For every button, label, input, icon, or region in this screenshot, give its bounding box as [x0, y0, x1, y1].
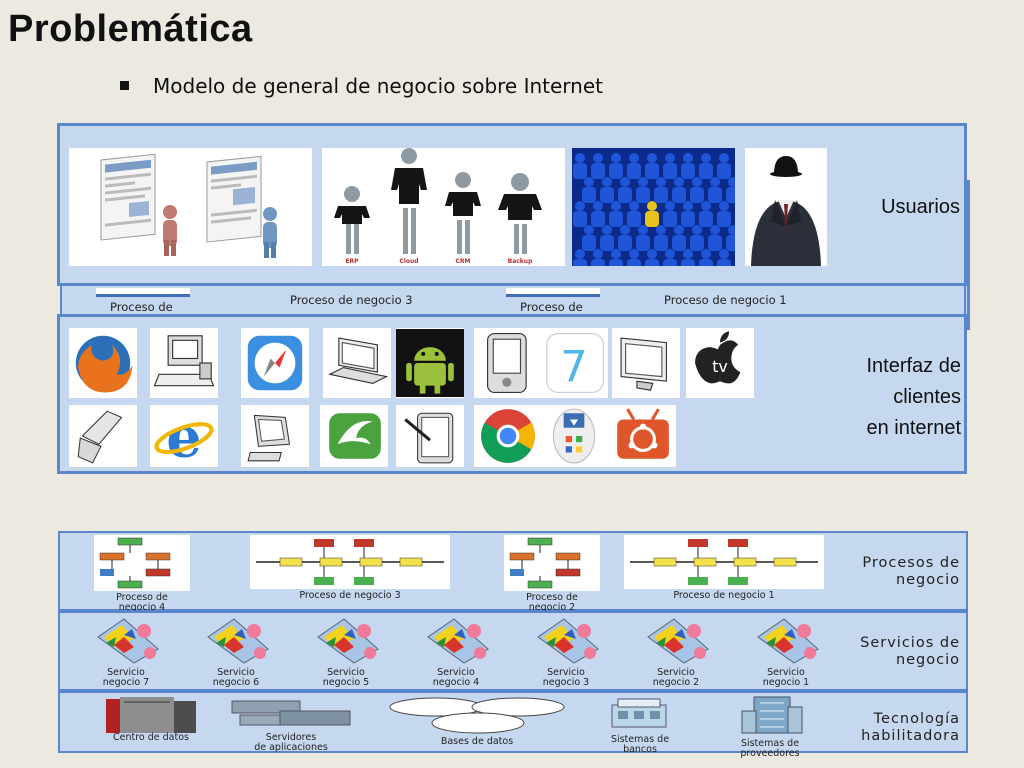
- strip-label-3: Proceso de: [520, 300, 583, 314]
- label-usuarios: Usuarios: [881, 196, 960, 218]
- desktop-computer-icon: [150, 328, 218, 398]
- label-interfaz: Interfaz de clientes en internet: [820, 351, 961, 444]
- interface-panel: 7 tv e Interfaz de clientes en internet: [57, 314, 967, 474]
- business-service-icon: [534, 615, 600, 665]
- pda-icon: [474, 328, 542, 398]
- chrome-icon: [474, 405, 542, 467]
- bank-systems-icon: [608, 697, 670, 729]
- internet-explorer-icon: e: [150, 405, 218, 467]
- page-title: Problemática: [8, 8, 253, 50]
- users-panel: ERP Cloud CRM Backup Usuarios: [57, 123, 967, 286]
- bullet-square-icon: [120, 81, 129, 90]
- bullet-point: Modelo de general de negocio sobre Inter…: [120, 74, 603, 98]
- process-label-1: Proceso de negocio 1: [673, 590, 775, 601]
- label-interfaz-line-3: en internet: [866, 417, 961, 439]
- process-diagram-1: [624, 535, 824, 589]
- business-service-icon: [314, 615, 380, 665]
- business-service-icon: [754, 615, 820, 665]
- tech-label-1: Centro de datos: [113, 732, 189, 743]
- monitor-icon: [612, 328, 680, 398]
- role-cloud: Cloud: [399, 258, 418, 265]
- strip-label-4: Proceso de negocio 1: [664, 293, 787, 307]
- download-app-icon: [540, 405, 608, 467]
- business-service-icon: [94, 615, 160, 665]
- svg-text:e: e: [166, 406, 202, 467]
- dolphin-browser-icon: [320, 405, 388, 467]
- process-diagram-4: [94, 535, 190, 591]
- ios7-icon: 7: [540, 328, 608, 398]
- supplier-systems-icon: [738, 695, 806, 735]
- bullet-text: Modelo de general de negocio sobre Inter…: [153, 74, 603, 98]
- business-service-icon: [644, 615, 710, 665]
- strip-process-image-3: [506, 288, 600, 297]
- label-interfaz-line-2: clientes: [893, 386, 961, 408]
- users-image-suit: [745, 148, 827, 266]
- android-icon: [396, 328, 464, 398]
- datacenter-icon: [102, 695, 200, 733]
- ubuntu-tv-icon: [608, 405, 676, 467]
- strip-label-2: Proceso de negocio 3: [290, 293, 413, 307]
- tech-label-3: Bases de datos: [440, 736, 514, 747]
- role-erp: ERP: [345, 258, 359, 265]
- tablet-stylus-icon: [396, 405, 464, 467]
- users-image-roles: ERP Cloud CRM Backup: [322, 148, 565, 266]
- safari-icon: [241, 328, 309, 398]
- imac-icon: [241, 405, 309, 467]
- business-service-icon: [424, 615, 490, 665]
- laptop-icon: [323, 328, 391, 398]
- strip-label-1: Proceso de: [110, 300, 173, 314]
- app-servers-icon: [230, 697, 354, 729]
- process-label-3: Proceso de negocio 3: [299, 590, 401, 601]
- role-backup: Backup: [508, 258, 533, 265]
- process-diagram-3: [250, 535, 450, 589]
- role-crm: CRM: [456, 258, 471, 265]
- process-diagram-2: [504, 535, 600, 591]
- users-image-crowd: [572, 148, 735, 266]
- firefox-icon: [69, 328, 137, 398]
- svg-text:tv: tv: [712, 357, 728, 376]
- apple-tv-icon: tv: [686, 328, 754, 398]
- users-image-webpages: [69, 148, 312, 266]
- databases-icon: [386, 695, 568, 737]
- svg-text:7: 7: [560, 342, 587, 392]
- business-service-icon: [204, 615, 270, 665]
- strip-process-image-1: [96, 288, 190, 297]
- label-interfaz-line-1: Interfaz de: [866, 355, 961, 377]
- middle-strip: Proceso de Proceso de negocio 3 Proceso …: [60, 284, 966, 316]
- flip-phone-icon: [69, 405, 137, 467]
